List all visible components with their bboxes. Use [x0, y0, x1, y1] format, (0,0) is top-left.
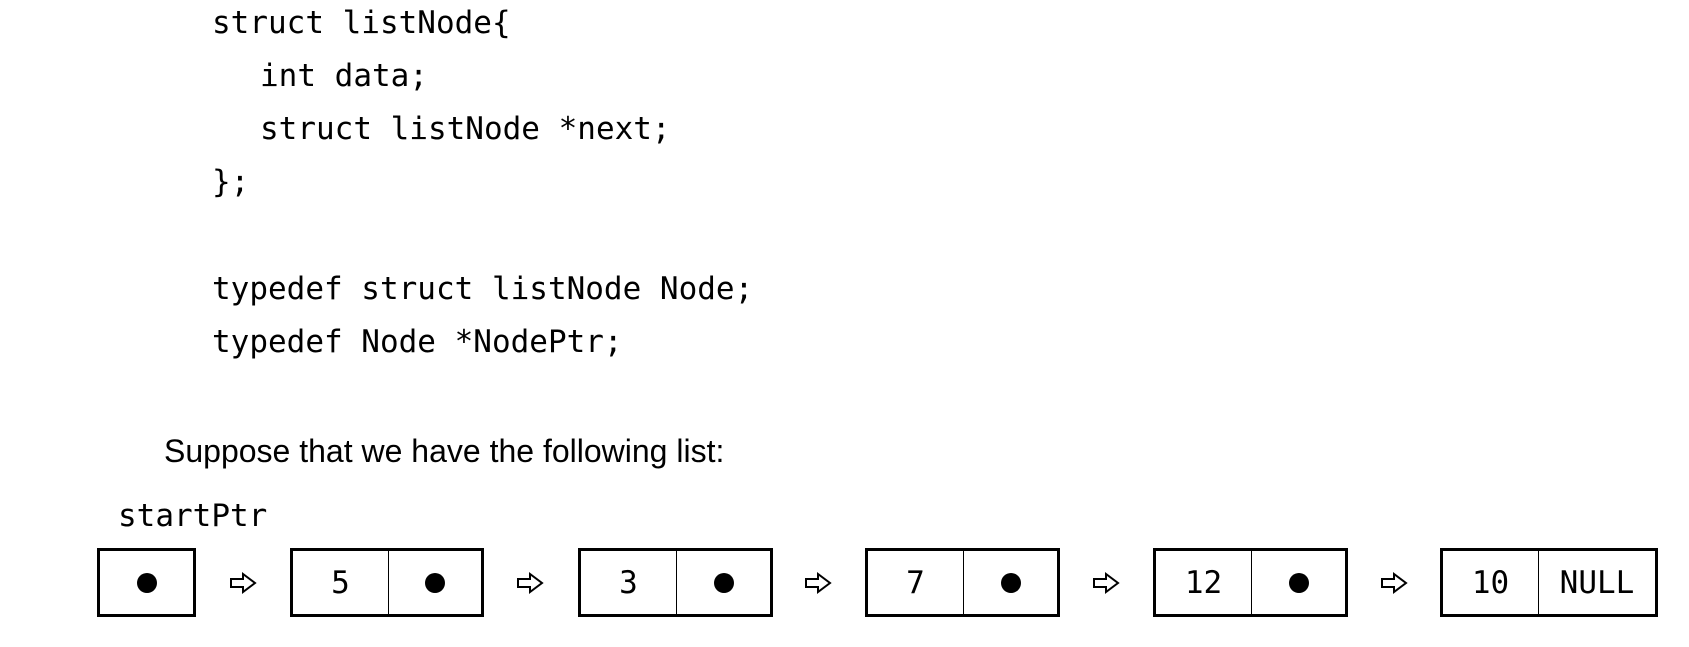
- node-next-cell: [677, 551, 770, 614]
- filled-circle-icon: [1288, 572, 1309, 593]
- pointer-cell: [100, 551, 193, 614]
- node-data-cell: 3: [581, 551, 677, 614]
- node-data-cell: 7: [868, 551, 964, 614]
- filled-circle-icon: [1000, 572, 1021, 593]
- filled-circle-icon: [136, 572, 157, 593]
- code-typedef-ptr: typedef Node *NodePtr;: [212, 324, 623, 360]
- node-data-cell: 10: [1443, 551, 1539, 614]
- hollow-right-arrow-icon: [803, 563, 833, 603]
- list-node-1: 5: [290, 548, 484, 617]
- hollow-right-arrow-icon: [1379, 563, 1409, 603]
- hollow-right-arrow-icon: [228, 563, 258, 603]
- start-pointer-box: [97, 548, 196, 617]
- filled-circle-icon: [425, 572, 445, 593]
- node-next-cell: [1252, 551, 1345, 614]
- code-field-data: int data;: [260, 58, 428, 94]
- list-node-3: 7: [865, 548, 1060, 617]
- node-next-cell: [964, 551, 1057, 614]
- hollow-right-arrow-icon: [515, 563, 545, 603]
- hollow-right-arrow-icon: [1091, 563, 1121, 603]
- code-struct-close: };: [212, 164, 250, 200]
- null-label: NULL: [1559, 564, 1635, 601]
- node-data-cell: 12: [1156, 551, 1252, 614]
- node-next-cell: [389, 551, 481, 614]
- list-node-4: 12: [1153, 548, 1348, 617]
- filled-circle-icon: [713, 572, 734, 593]
- intro-text: Suppose that we have the following list:: [164, 433, 725, 469]
- list-node-2: 3: [578, 548, 773, 617]
- node-data-cell: 5: [293, 551, 389, 614]
- code-struct-open: struct listNode{: [212, 5, 511, 41]
- code-field-next: struct listNode *next;: [260, 111, 671, 147]
- list-node-5: 10 NULL: [1440, 548, 1658, 617]
- code-typedef-node: typedef struct listNode Node;: [212, 271, 754, 307]
- start-pointer-label: startPtr: [118, 498, 268, 534]
